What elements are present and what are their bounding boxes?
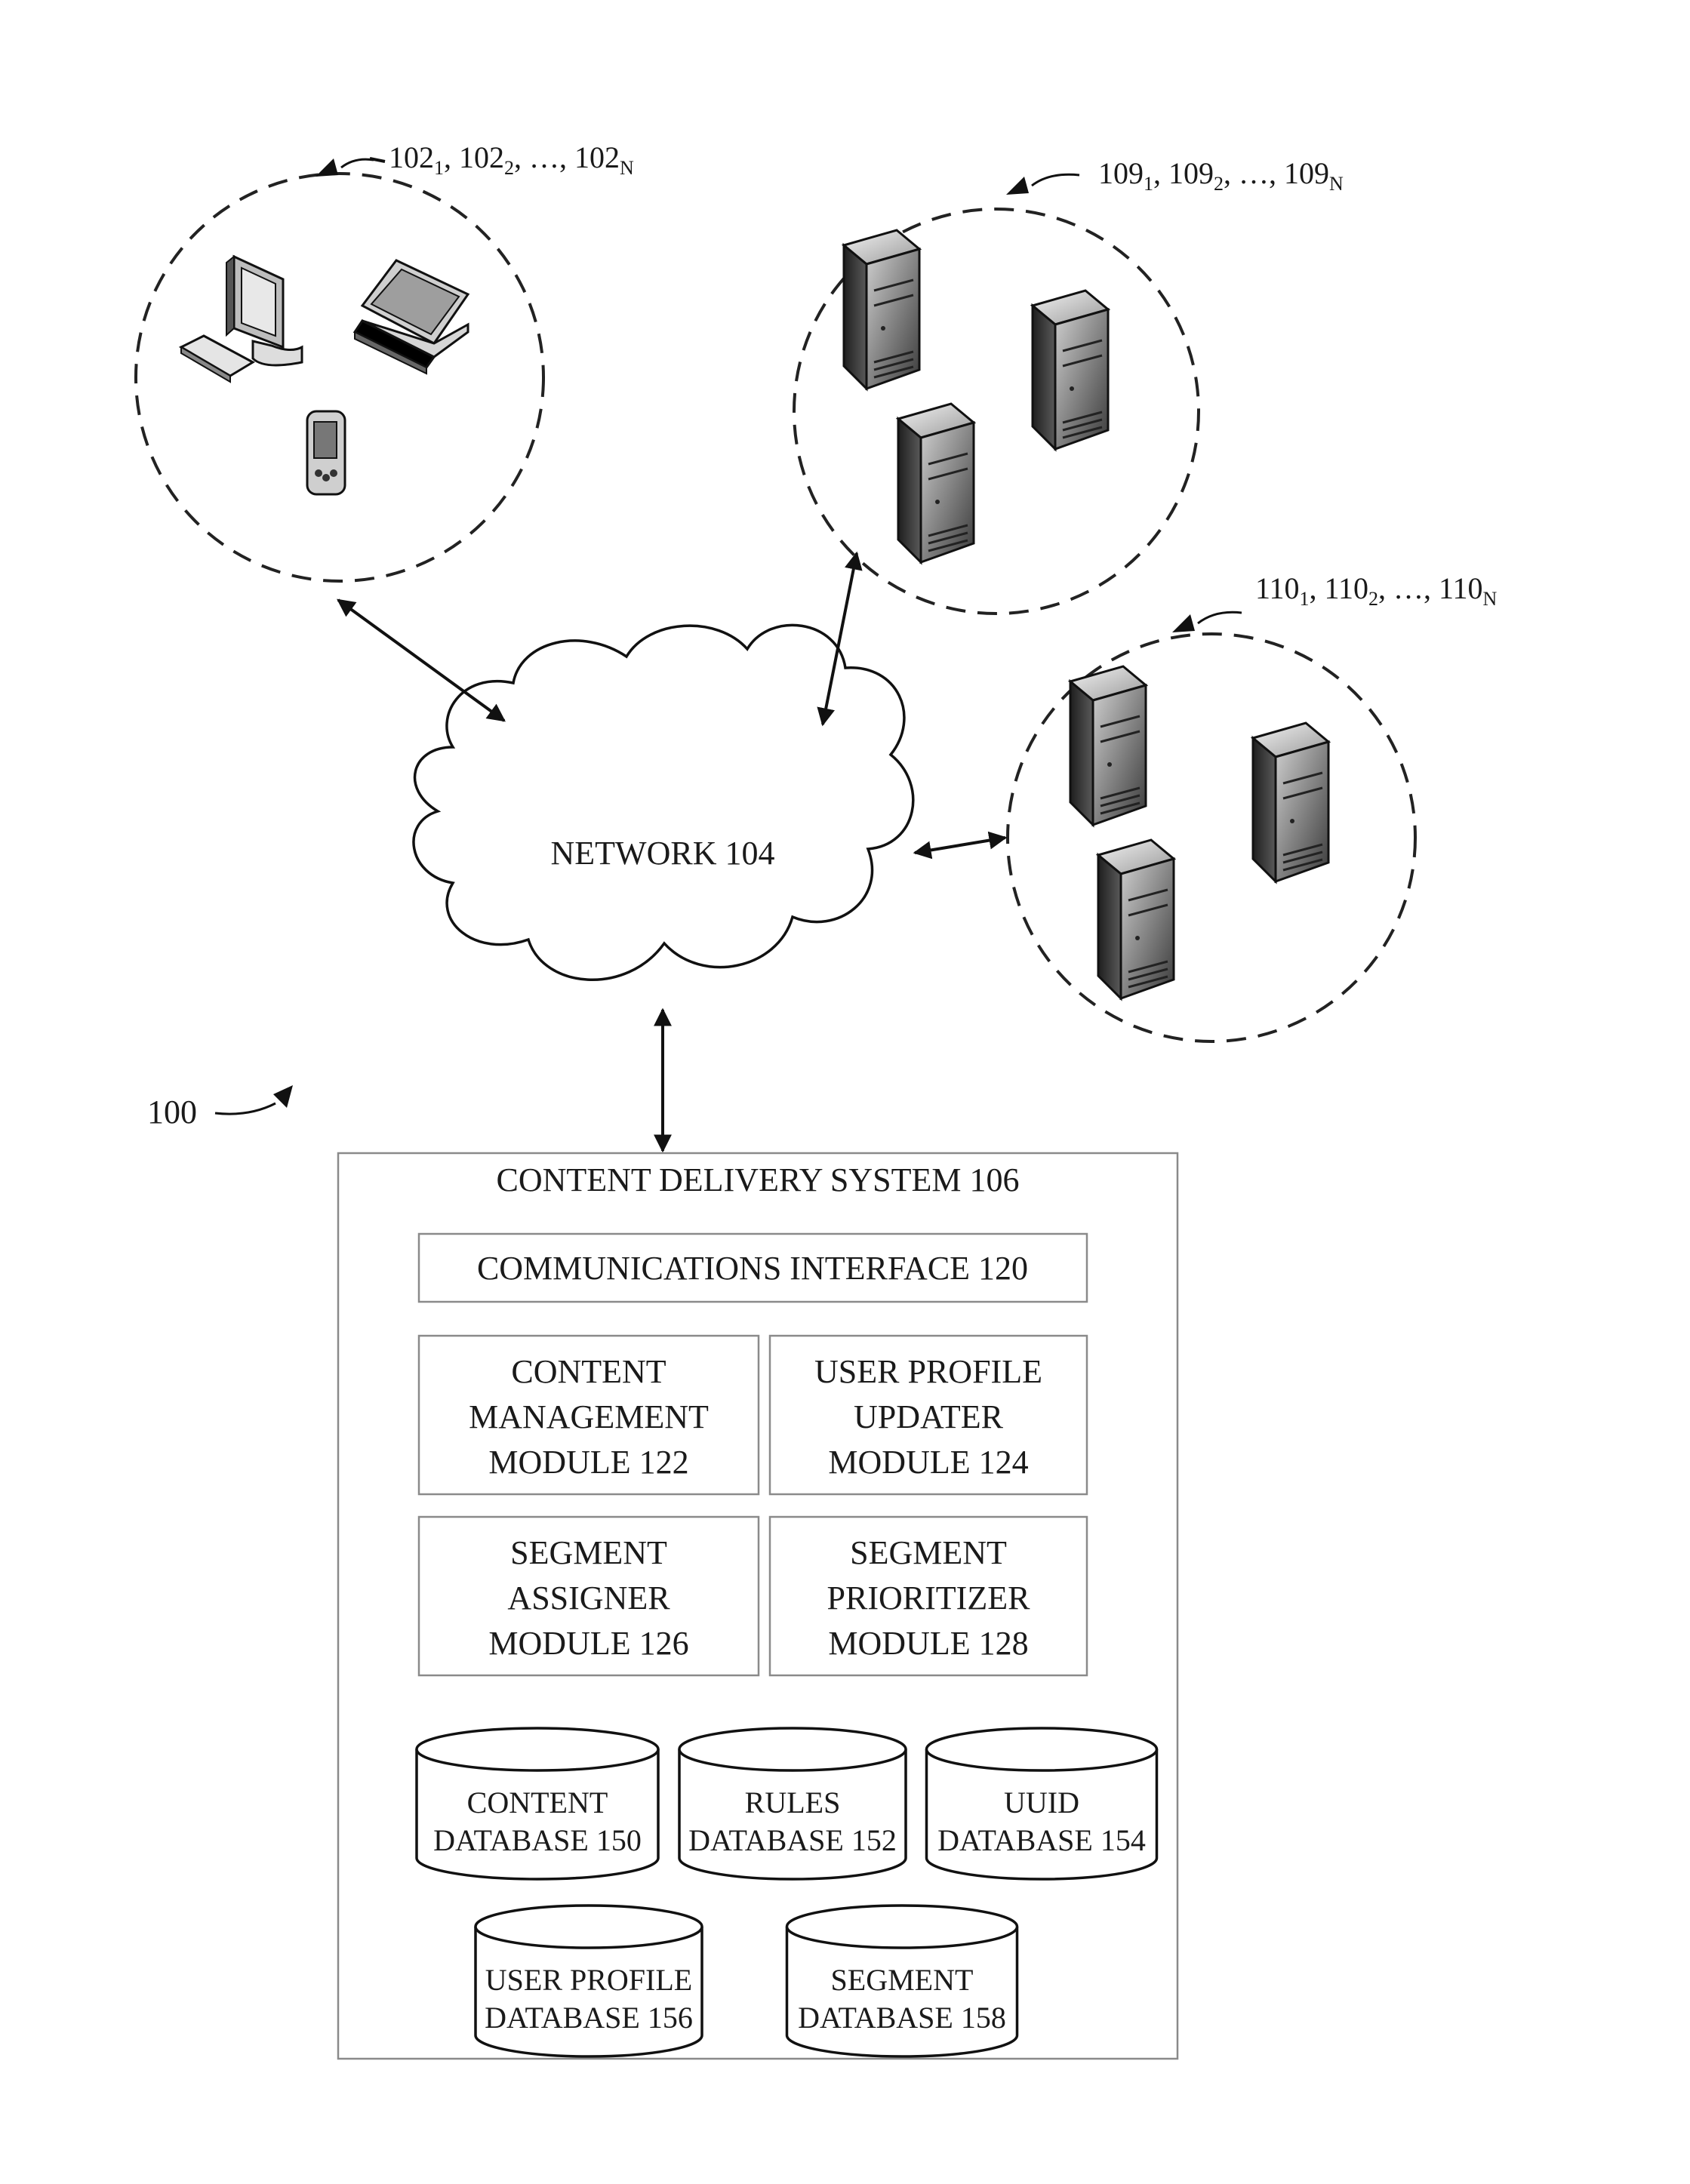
- figure-reference: 100: [147, 1085, 293, 1130]
- server-icon: [898, 404, 974, 562]
- database-label-line: DATABASE 158: [798, 2001, 1006, 2035]
- system-title: CONTENT DELIVERY SYSTEM 106: [497, 1161, 1020, 1198]
- laptop-icon: [355, 260, 468, 374]
- database-cylinder: SEGMENT DATABASE 158: [787, 1906, 1017, 2056]
- module-label-line: UPDATER: [854, 1398, 1004, 1435]
- database-cylinder: RULES DATABASE 152: [679, 1728, 906, 1879]
- network-label: NETWORK 104: [551, 835, 775, 872]
- module-label-line: SEGMENT: [850, 1534, 1007, 1571]
- database-label-line: RULES: [745, 1786, 841, 1819]
- servers_110-label-text: 1101, 1102, …, 110N: [1255, 571, 1498, 610]
- client-devices-group: 1021, 1022, …, 102N: [136, 140, 634, 581]
- module-label-line: SEGMENT: [510, 1534, 667, 1571]
- module-label-line: USER PROFILE: [814, 1353, 1042, 1390]
- database-label-line: DATABASE 154: [937, 1823, 1146, 1857]
- mobile-device-icon: [307, 411, 345, 494]
- module-box: SEGMENT ASSIGNER MODULE 126: [419, 1517, 759, 1675]
- module-box: CONTENT MANAGEMENT MODULE 122: [419, 1336, 759, 1494]
- client-network-connector: [338, 600, 504, 721]
- server-group-110-label: 1101, 1102, …, 110N: [1255, 571, 1498, 610]
- servers_109-label-text: 1091, 1092, …, 109N: [1098, 156, 1344, 195]
- module-label-line: CONTENT: [511, 1353, 666, 1390]
- module-label-line: MANAGEMENT: [469, 1398, 709, 1435]
- module-label-line: MODULE 128: [828, 1625, 1028, 1662]
- module-label-line: PRIORITIZER: [827, 1580, 1031, 1616]
- database-label-line: CONTENT: [467, 1786, 608, 1819]
- desktop-computer-icon: [181, 257, 302, 382]
- comm-interface-label: COMMUNICATIONS INTERFACE 120: [477, 1250, 1028, 1287]
- content-delivery-system: CONTENT DELIVERY SYSTEM 106 COMMUNICATIO…: [338, 1153, 1177, 2059]
- server-group-110: 1101, 1102, …, 110N: [1008, 571, 1498, 1041]
- database-label-line: DATABASE 152: [688, 1823, 897, 1857]
- server-icon: [1098, 840, 1174, 998]
- server-icon: [1070, 666, 1146, 825]
- module-box: SEGMENT PRIORITIZER MODULE 128: [770, 1517, 1087, 1675]
- database-cylinder: USER PROFILE DATABASE 156: [476, 1906, 702, 2056]
- server-icon: [1033, 291, 1108, 449]
- module-label-line: MODULE 126: [488, 1625, 688, 1662]
- database-label-line: USER PROFILE: [485, 1963, 693, 1997]
- figure-ref-label: 100: [147, 1094, 197, 1130]
- network-cloud: NETWORK 104: [414, 625, 913, 980]
- database-label-line: SEGMENT: [831, 1963, 974, 1997]
- module-box: USER PROFILE UPDATER MODULE 124: [770, 1336, 1087, 1494]
- module-label-line: MODULE 122: [488, 1444, 688, 1481]
- server-group-109: 1091, 1092, …, 109N: [794, 156, 1344, 614]
- module-label-line: MODULE 124: [828, 1444, 1028, 1481]
- database-label-line: UUID: [1004, 1786, 1079, 1819]
- database-cylinder: CONTENT DATABASE 150: [417, 1728, 658, 1879]
- server-icon: [1253, 723, 1328, 881]
- server-group-109-label: 1091, 1092, …, 109N: [1098, 156, 1344, 195]
- module-label-line: ASSIGNER: [507, 1580, 670, 1616]
- server110-network-connector: [915, 838, 1005, 853]
- database-label-line: DATABASE 156: [485, 2001, 693, 2035]
- client_devices-label-text: 1021, 1022, …, 102N: [389, 140, 634, 179]
- server-icon: [844, 230, 919, 389]
- database-cylinder: UUID DATABASE 154: [927, 1728, 1157, 1879]
- client-devices-label: 1021, 1022, …, 102N: [389, 140, 634, 179]
- database-label-line: DATABASE 150: [433, 1823, 642, 1857]
